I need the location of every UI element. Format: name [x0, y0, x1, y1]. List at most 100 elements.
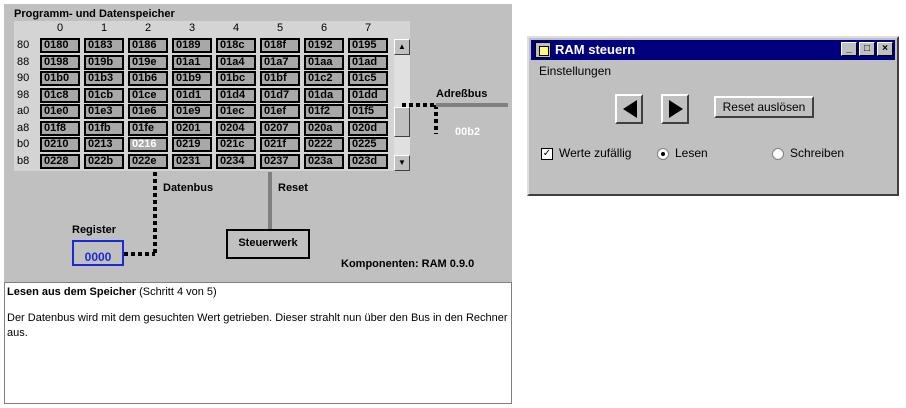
scroll-thumb[interactable]	[394, 107, 410, 137]
memory-cell[interactable]: 01ec	[216, 104, 256, 119]
memory-cell[interactable]: 01f2	[304, 104, 344, 119]
memory-cell[interactable]: 0231	[172, 153, 212, 169]
memory-cell[interactable]: 0222	[304, 137, 344, 152]
memory-cell[interactable]: 0237	[260, 153, 300, 169]
memory-cell[interactable]: 023d	[348, 153, 388, 169]
maximize-button[interactable]: □	[859, 42, 875, 56]
memory-cell[interactable]: 0186	[128, 38, 168, 53]
memory-cell[interactable]: 0201	[172, 120, 212, 136]
description-panel: Lesen aus dem Speicher (Schritt 4 von 5)…	[4, 282, 512, 404]
memory-cell[interactable]: 0216	[128, 137, 168, 152]
memory-cell[interactable]: 0195	[348, 38, 388, 53]
memory-cell[interactable]: 01e6	[128, 104, 168, 119]
arrow-right-icon	[669, 100, 683, 118]
memory-cell[interactable]: 01a1	[172, 54, 212, 70]
memory-cell[interactable]: 01e9	[172, 104, 212, 119]
step-back-button[interactable]	[615, 94, 643, 124]
memory-cell[interactable]: 0210	[40, 137, 80, 152]
random-values-checkbox[interactable]: ✓	[541, 148, 553, 160]
memory-cell[interactable]: 01ce	[128, 87, 168, 103]
scroll-down-button[interactable]: ▼	[394, 155, 410, 171]
reset-button[interactable]: Reset auslösen	[714, 96, 814, 118]
memory-cell[interactable]: 0213	[84, 137, 124, 152]
row-header: a0	[17, 105, 30, 117]
memory-cell[interactable]: 01a7	[260, 54, 300, 70]
row-header: 80	[17, 39, 30, 51]
memory-cell[interactable]: 018c	[216, 38, 256, 53]
memory-cell[interactable]: 021f	[260, 137, 300, 152]
memory-cell[interactable]: 021c	[216, 137, 256, 152]
memory-cell[interactable]: 01cb	[84, 87, 124, 103]
memory-cell[interactable]: 019b	[84, 54, 124, 70]
memory-cell[interactable]: 019e	[128, 54, 168, 70]
memory-cell[interactable]: 01fe	[128, 120, 168, 136]
random-values-label: Werte zufällig	[559, 146, 632, 160]
arrow-left-icon	[623, 100, 637, 118]
row-header: 98	[17, 88, 30, 101]
window-app-icon[interactable]	[535, 42, 551, 58]
register-box: 0000	[72, 240, 124, 266]
window-titlebar[interactable]: RAM steuern _ □ ×	[531, 40, 895, 60]
memory-cell[interactable]: 01d1	[172, 87, 212, 103]
memory-cell[interactable]: 020a	[304, 120, 344, 136]
memory-cell[interactable]: 0219	[172, 137, 212, 152]
memory-cell[interactable]: 01c2	[304, 71, 344, 86]
memory-cell[interactable]: 01f5	[348, 104, 388, 119]
memory-cell[interactable]: 0228	[40, 153, 80, 169]
scroll-up-button[interactable]: ▲	[394, 39, 410, 55]
memory-cell[interactable]: 01aa	[304, 54, 344, 70]
memory-cell[interactable]: 01bc	[216, 71, 256, 86]
memory-cell[interactable]: 01da	[304, 87, 344, 103]
memory-cell[interactable]: 023a	[304, 153, 344, 169]
memory-cell[interactable]: 01a4	[216, 54, 256, 70]
row-header: b8	[17, 154, 30, 167]
reset-label: Reset	[278, 182, 308, 194]
memory-cell[interactable]: 018f	[260, 38, 300, 53]
memory-cell[interactable]: 020d	[348, 120, 388, 136]
memory-cell[interactable]: 01c5	[348, 71, 388, 86]
ram-control-window: RAM steuern _ □ × Einstellungen Reset au…	[527, 36, 899, 196]
memory-cell[interactable]: 01e3	[84, 104, 124, 119]
register-label: Register	[72, 224, 117, 236]
minimize-button[interactable]: _	[841, 42, 857, 56]
memory-cell[interactable]: 0183	[84, 38, 124, 53]
row-header: 90	[17, 72, 30, 84]
menu-einstellungen[interactable]: Einstellungen	[539, 64, 612, 78]
column-header: 6	[320, 22, 328, 34]
step-forward-button[interactable]	[661, 94, 689, 124]
close-button[interactable]: ×	[877, 42, 893, 56]
memory-cell[interactable]: 022b	[84, 153, 124, 169]
memory-cell[interactable]: 01ef	[260, 104, 300, 119]
steuerwerk-box: Steuerwerk	[226, 229, 310, 259]
memory-cell[interactable]: 01b6	[128, 71, 168, 86]
memory-cell[interactable]: 0234	[216, 153, 256, 169]
radio-read[interactable]	[657, 148, 669, 160]
memory-cell[interactable]: 01bf	[260, 71, 300, 86]
memory-cell[interactable]: 01f8	[40, 120, 80, 136]
memory-cell[interactable]: 01dd	[348, 87, 388, 103]
memory-cell[interactable]: 01ad	[348, 54, 388, 70]
memory-cell[interactable]: 0207	[260, 120, 300, 136]
memory-cell[interactable]: 01d4	[216, 87, 256, 103]
memory-cell[interactable]: 0189	[172, 38, 212, 53]
memory-cell[interactable]: 01b0	[40, 71, 80, 86]
memory-cell[interactable]: 01d7	[260, 87, 300, 103]
memory-cell[interactable]: 01b3	[84, 71, 124, 86]
close-icon: ×	[882, 43, 888, 54]
column-header: 5	[276, 22, 284, 34]
memory-cell[interactable]: 0198	[40, 54, 80, 70]
memory-cell[interactable]: 01c8	[40, 87, 80, 103]
memory-cell[interactable]: 01fb	[84, 120, 124, 136]
memory-cell[interactable]: 0225	[348, 137, 388, 152]
radio-write[interactable]	[772, 148, 784, 160]
radio-write-label: Schreiben	[790, 146, 845, 160]
memory-cell[interactable]: 0192	[304, 38, 344, 53]
memory-cell[interactable]: 0180	[40, 38, 80, 53]
memory-cell[interactable]: 0204	[216, 120, 256, 136]
maximize-icon: □	[863, 43, 871, 54]
memory-cell[interactable]: 01b9	[172, 71, 212, 86]
memory-cell[interactable]: 022e	[128, 153, 168, 169]
memory-cell[interactable]: 01e0	[40, 104, 80, 119]
memory-scrollbar[interactable]: ▲ ▼	[394, 39, 410, 171]
